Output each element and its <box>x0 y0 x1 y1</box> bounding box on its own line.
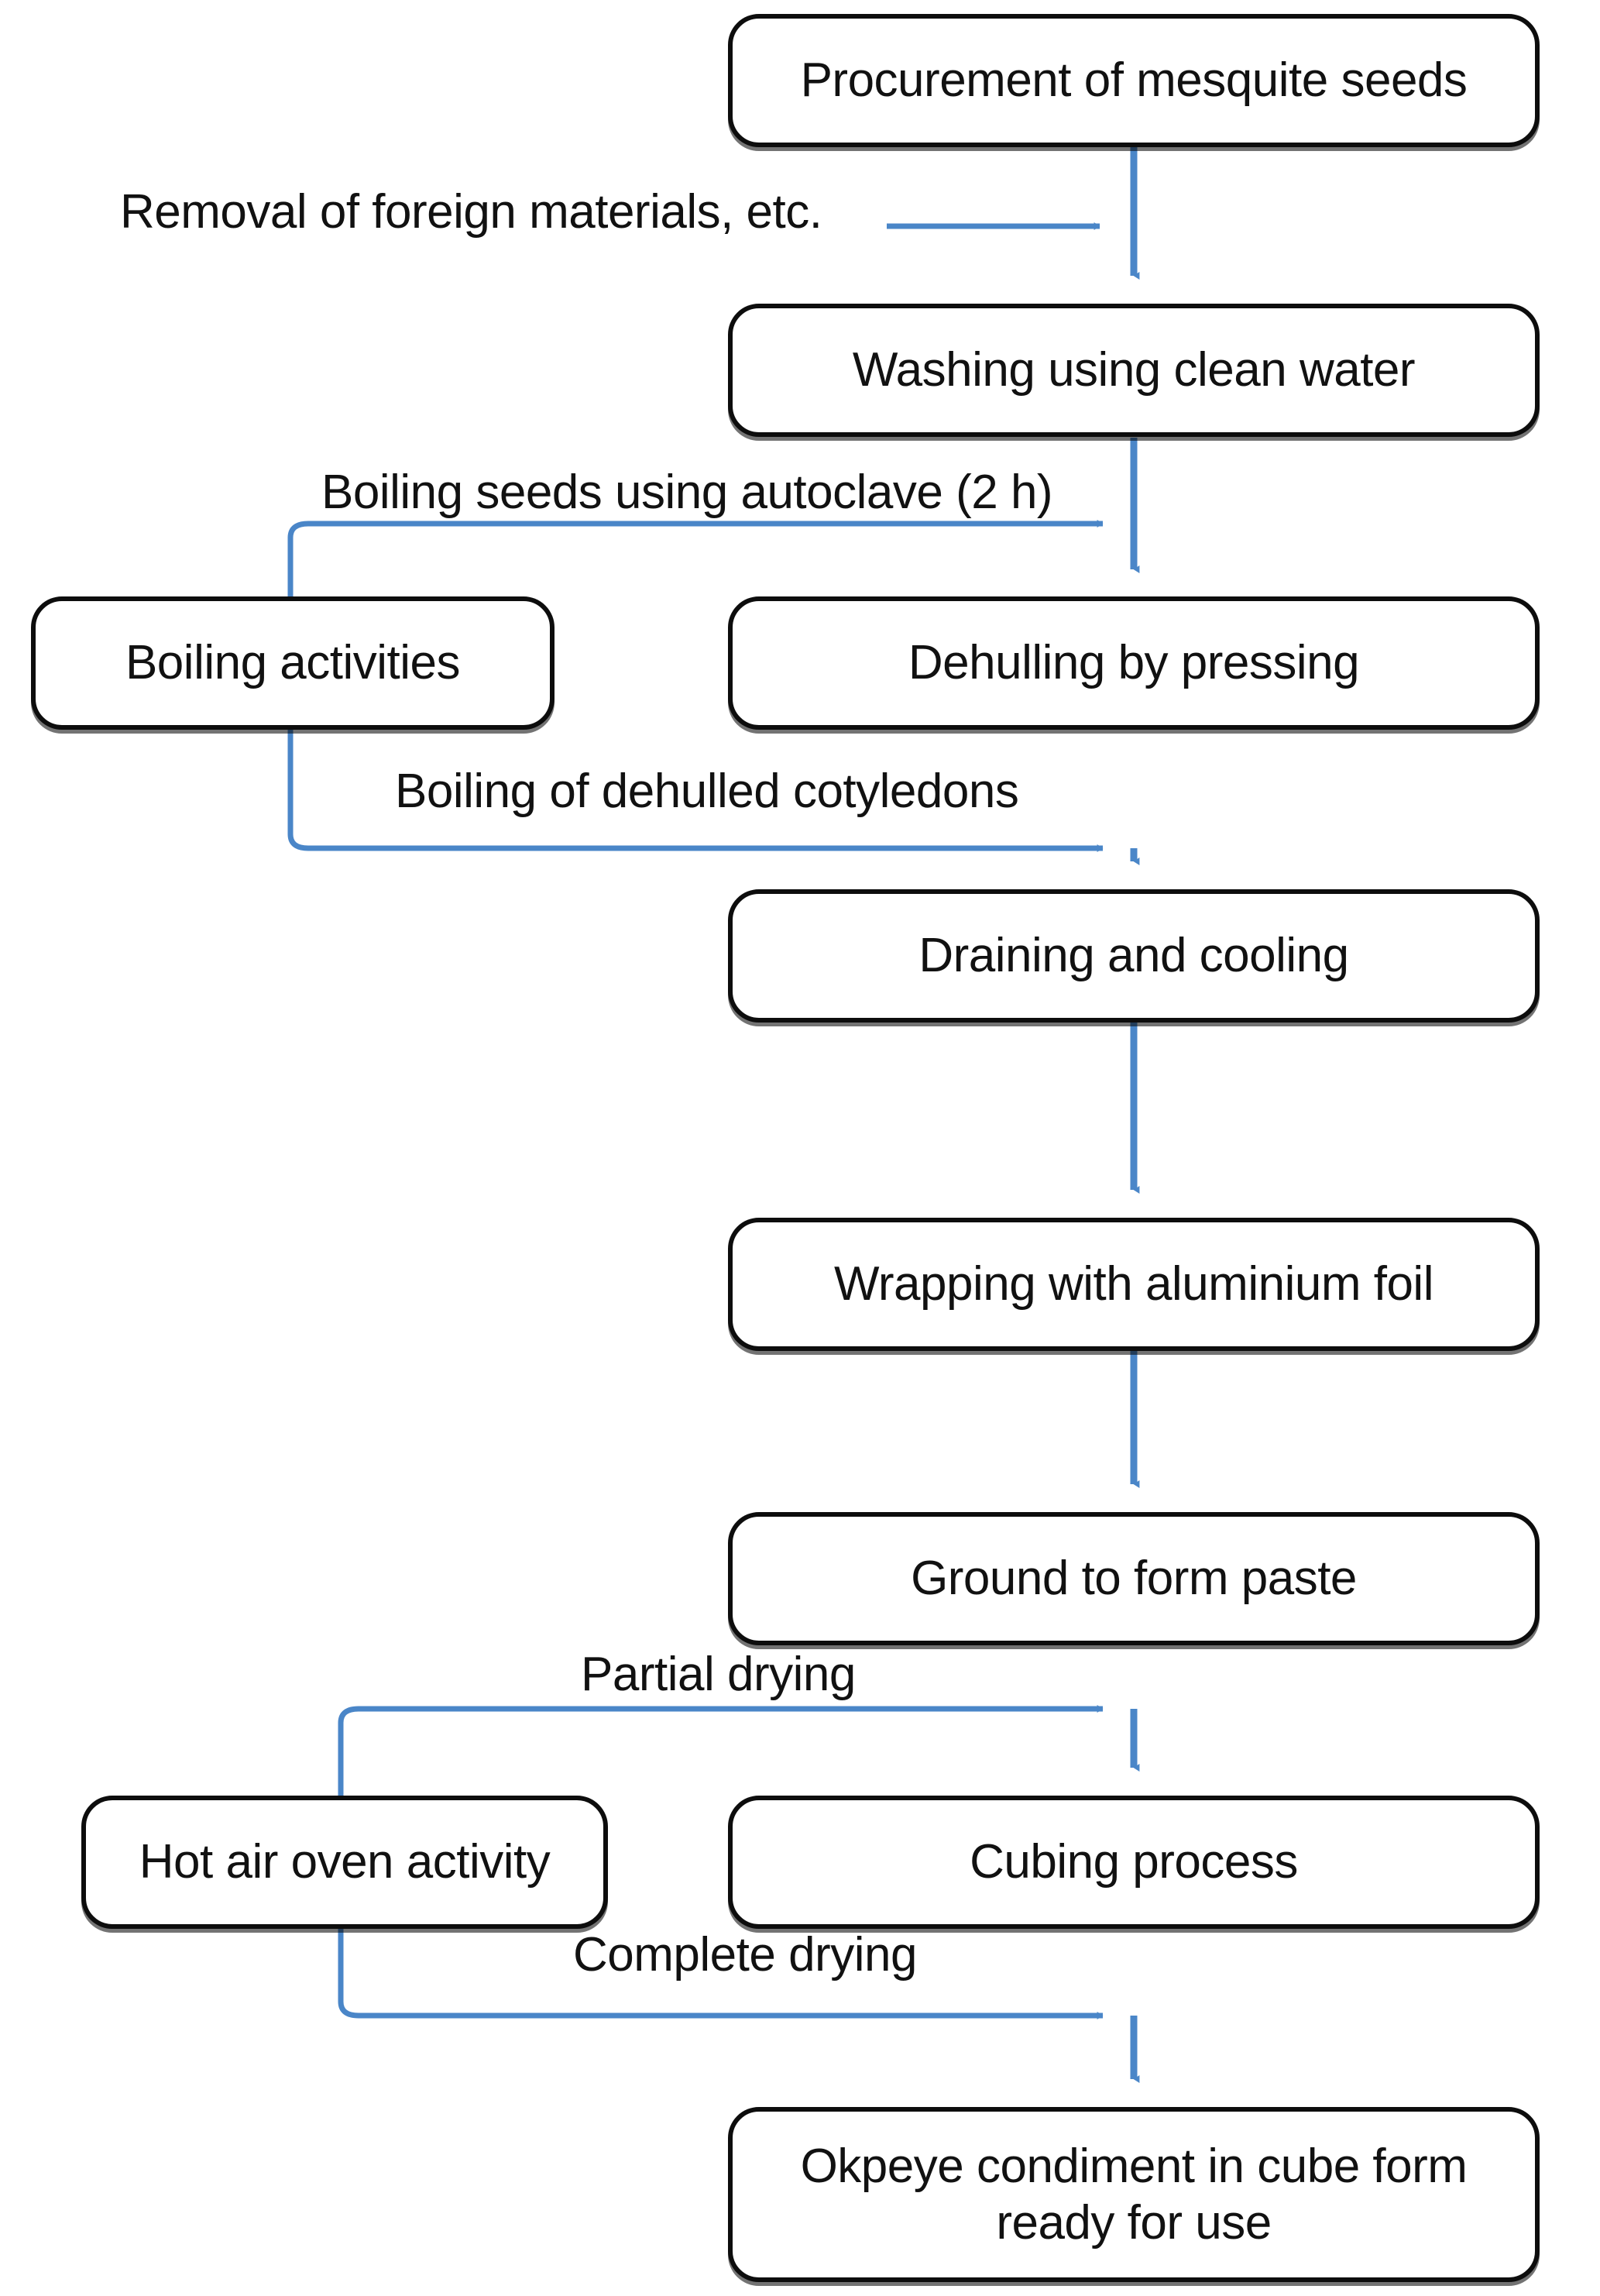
node-dehulling-label: Dehulling by pressing <box>908 636 1360 690</box>
node-boiling-activities[interactable]: Boiling activities <box>31 596 555 730</box>
connector-partial-drying-elbow <box>338 1705 1104 1796</box>
node-cubing[interactable]: Cubing process <box>728 1796 1540 1929</box>
node-draining-label: Draining and cooling <box>918 929 1349 983</box>
node-cubing-label: Cubing process <box>970 1835 1298 1889</box>
node-grinding-label: Ground to form paste <box>911 1552 1357 1606</box>
connector-cotyledons-elbow <box>287 730 1104 852</box>
node-boiling-activities-label: Boiling activities <box>125 636 461 690</box>
edge-label-boiling-cotyledons: Boiling of dehulled cotyledons <box>395 765 1019 818</box>
edge-label-boiling-autoclave: Boiling seeds using autoclave (2 h) <box>321 466 1053 519</box>
node-hot-air-oven-label: Hot air oven activity <box>139 1835 551 1889</box>
node-final-product-label: Okpeye condiment in cube form ready for … <box>800 2139 1468 2250</box>
connector-autoclave-elbow <box>287 520 1104 596</box>
edge-label-removal: Removal of foreign materials, etc. <box>120 185 822 239</box>
node-hot-air-oven[interactable]: Hot air oven activity <box>81 1796 608 1929</box>
edge-label-complete-drying: Complete drying <box>573 1928 917 1982</box>
edge-label-partial-drying: Partial drying <box>581 1648 856 1701</box>
node-procurement-label: Procurement of mesquite seeds <box>800 53 1468 108</box>
node-dehulling[interactable]: Dehulling by pressing <box>728 596 1540 730</box>
node-draining[interactable]: Draining and cooling <box>728 889 1540 1023</box>
node-grinding[interactable]: Ground to form paste <box>728 1512 1540 1645</box>
node-wrapping-label: Wrapping with aluminium foil <box>834 1257 1433 1311</box>
node-washing[interactable]: Washing using clean water <box>728 304 1540 437</box>
node-procurement[interactable]: Procurement of mesquite seeds <box>728 14 1540 147</box>
node-wrapping[interactable]: Wrapping with aluminium foil <box>728 1218 1540 1351</box>
node-final-product[interactable]: Okpeye condiment in cube form ready for … <box>728 2107 1540 2282</box>
connector-complete-drying-elbow <box>338 1929 1104 2019</box>
node-washing-label: Washing using clean water <box>852 343 1416 397</box>
